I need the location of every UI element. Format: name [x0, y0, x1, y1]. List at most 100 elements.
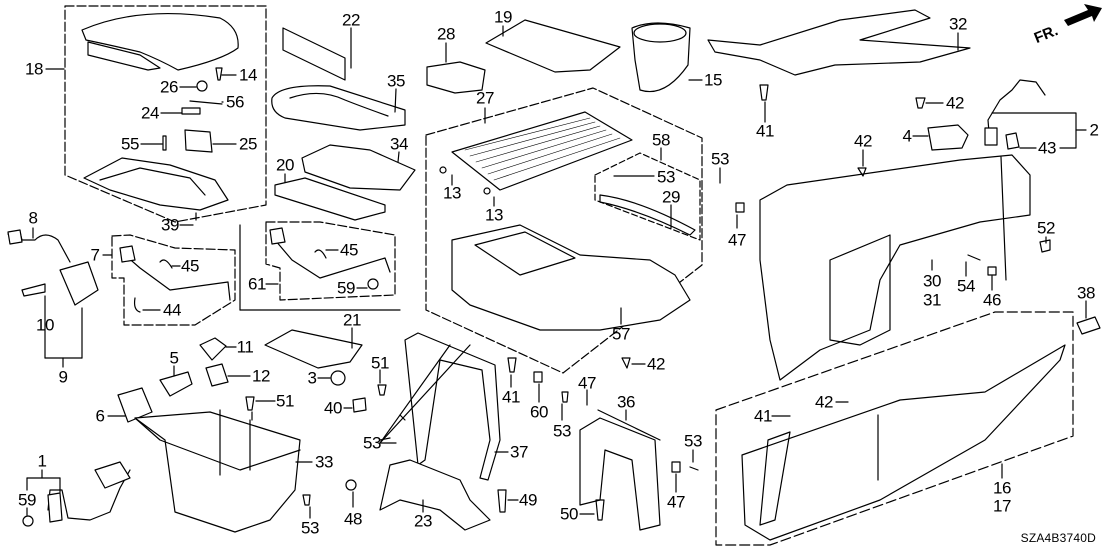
harness-part-1 [47, 469, 131, 521]
clip-part-43 [1005, 132, 1020, 150]
clip-part-59b [22, 515, 34, 527]
callout-16: 16 [993, 478, 1011, 498]
callout-20: 20 [276, 155, 294, 175]
bolt-part-49 [497, 489, 507, 513]
callout-41: 41 [502, 387, 520, 407]
callout-47: 47 [578, 373, 596, 393]
callout-13: 13 [443, 183, 461, 203]
bracket-part-36 [579, 417, 661, 531]
callout-25: 25 [239, 134, 257, 154]
callout-40: 40 [324, 398, 342, 418]
switch-part-5 [159, 371, 193, 397]
callout-57: 57 [612, 324, 630, 344]
callout-5: 5 [169, 348, 179, 368]
callout-15: 15 [704, 70, 722, 90]
bolt-part-50 [595, 499, 605, 521]
callout-24: 24 [141, 103, 159, 123]
screw-part-53c [302, 494, 311, 506]
callout-18: 18 [25, 59, 43, 79]
direction-label-wrap: FR. [1031, 10, 1104, 48]
screw-part-51a [377, 384, 387, 396]
callout-61: 61 [248, 274, 266, 294]
callout-47: 47 [728, 230, 746, 250]
callout-59: 59 [18, 490, 36, 510]
callout-31: 31 [923, 290, 941, 310]
callout-41: 41 [756, 121, 774, 141]
switch-part-6 [117, 387, 153, 423]
callout-55: 55 [121, 134, 139, 154]
callout-42: 42 [854, 131, 872, 151]
callout-56: 56 [226, 92, 244, 112]
clip-part-59 [367, 278, 379, 290]
callout-45: 45 [181, 256, 199, 276]
callout-7: 7 [90, 245, 100, 265]
callout-42: 42 [647, 354, 665, 374]
screw-part-53f [689, 466, 699, 471]
callout-53: 53 [301, 518, 319, 538]
clip-part-42b [857, 167, 867, 177]
harness-part-61 [274, 239, 391, 279]
callout-26: 26 [160, 77, 178, 97]
clip-part-60 [533, 371, 543, 383]
direction-label: FR. [1031, 22, 1061, 47]
clip-part-45 [159, 259, 173, 269]
callout-11: 11 [236, 337, 254, 357]
callout-37: 37 [510, 442, 528, 462]
callout-41: 41 [754, 406, 772, 426]
screw-part-53d [399, 414, 406, 421]
clip-part-42 [915, 97, 926, 109]
callout-21: 21 [343, 310, 361, 330]
group-box-27 [425, 87, 703, 374]
insert-part-28 [426, 61, 486, 94]
screw-part-53e [561, 391, 569, 403]
group-box-58 [594, 152, 701, 241]
switch-part-9 [59, 261, 99, 306]
callout-30: 30 [923, 271, 941, 291]
screw-part-52 [1039, 239, 1051, 253]
callout-34: 34 [390, 134, 408, 154]
callout-27: 27 [476, 88, 494, 108]
socket-part-12 [205, 363, 229, 387]
sensor-part-4 [927, 124, 969, 151]
screw-part-54 [967, 254, 981, 261]
callout-1: 1 [37, 451, 47, 471]
screw-part-14 [215, 67, 223, 81]
callout-53: 53 [684, 431, 702, 451]
callout-22: 22 [342, 10, 360, 30]
clip-part-44 [133, 297, 141, 313]
cap-part-38 [1076, 316, 1101, 335]
latch-part-24 [181, 107, 201, 115]
callout-23: 23 [414, 511, 432, 531]
group-box-16 [715, 311, 1074, 546]
tray-part-21 [264, 329, 363, 369]
callout-50: 50 [560, 504, 578, 524]
pad-part-22 [282, 27, 346, 81]
spring-part-26 [196, 80, 208, 92]
rail-part-29 [599, 194, 696, 236]
callout-38: 38 [1077, 283, 1095, 303]
cover-part-10 [21, 283, 46, 297]
callout-14: 14 [239, 65, 257, 85]
harness-part-8 [7, 231, 71, 263]
callout-60: 60 [530, 402, 548, 422]
callout-51: 51 [276, 391, 294, 411]
screw-13b [483, 187, 491, 195]
clip-part-40 [352, 397, 367, 413]
clip-part-41b [507, 357, 517, 373]
callout-9: 9 [58, 367, 68, 387]
clip-part-47c [671, 461, 681, 473]
mat-part-34 [301, 144, 416, 191]
callout-10: 10 [36, 315, 54, 335]
socket-part-11 [199, 337, 227, 361]
screw-part-51b [245, 396, 255, 411]
clip-part-45b [314, 249, 327, 259]
callout-45: 45 [340, 240, 358, 260]
harness-part-2 [987, 79, 1046, 146]
group-box-61 [265, 221, 396, 301]
hinge-part-25 [184, 129, 213, 153]
bolt-part-48 [345, 479, 357, 491]
knob-part-3 [330, 370, 346, 386]
screw-13a [439, 166, 447, 174]
callout-47: 47 [667, 492, 685, 512]
